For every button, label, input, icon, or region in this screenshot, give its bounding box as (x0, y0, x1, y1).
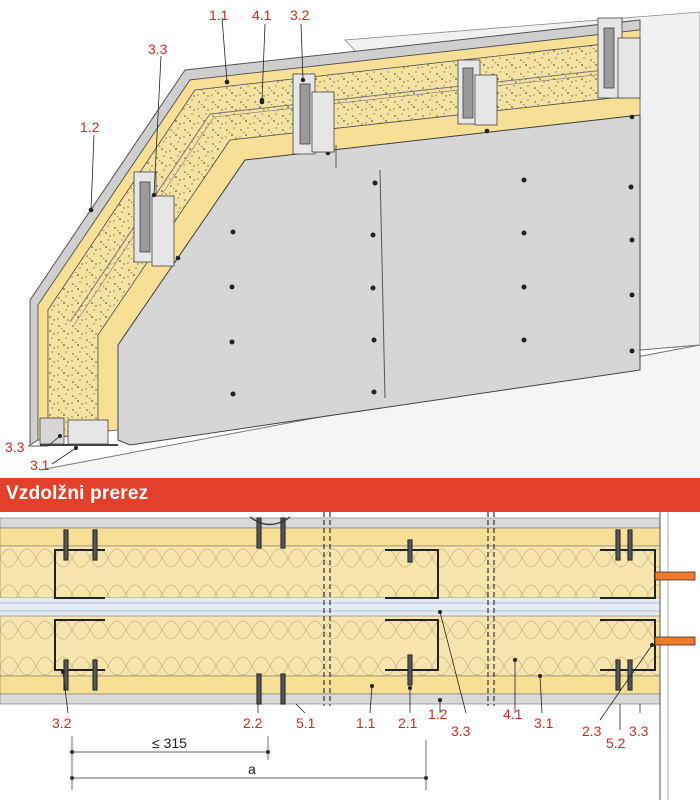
callout-4-1: 4.1 (252, 7, 272, 23)
xs-callout-2-2: 2.2 (243, 715, 263, 731)
dimension-lines (71, 736, 427, 790)
xs-callout-3-2: 3.2 (52, 715, 72, 731)
xs-callout-5-2: 5.2 (606, 735, 626, 751)
board-gypsum-front (117, 114, 641, 446)
xs-callout-5-1: 5.1 (296, 715, 316, 731)
air-gap (0, 598, 660, 616)
metal-studs (39, 17, 641, 445)
xs-callout-1-1: 1.1 (356, 715, 376, 731)
cross-section-leaders (62, 611, 653, 730)
callout-1-2: 1.2 (80, 119, 100, 135)
xs-callout-2-3: 2.3 (582, 723, 602, 739)
wall-anchors (654, 571, 696, 646)
xs-callout-4-1: 4.1 (503, 706, 523, 722)
dimension-a: a (248, 761, 256, 777)
section-banner (0, 478, 700, 512)
screws (63, 517, 633, 705)
callout-3-2: 3.2 (290, 7, 310, 23)
callout-1-1: 1.1 (209, 7, 229, 23)
isometric-wall-drawing: 1.1 4.1 3.2 3.3 1.2 3.3 3.1 (5, 7, 700, 473)
xs-callout-3-1: 3.1 (534, 715, 554, 731)
cross-section-drawing: 3.2 2.2 5.1 1.1 2.1 1.2 3.3 4.1 3.1 2.3 … (0, 512, 700, 800)
right-wall (660, 518, 700, 798)
section-title: Vzdolžni prerez (6, 483, 149, 504)
xs-callout-1-2: 1.2 (428, 706, 448, 722)
xs-callout-3-3-right: 3.3 (629, 723, 649, 739)
callout-3-3: 3.3 (148, 41, 168, 57)
xs-callout-3-3: 3.3 (451, 723, 471, 739)
iso-leaders (28, 17, 306, 465)
cross-section-callouts: 3.2 2.2 5.1 1.1 2.1 1.2 3.3 4.1 3.1 2.3 … (52, 706, 649, 751)
callout-3-3-bottom: 3.3 (5, 439, 25, 455)
iso-callouts: 1.1 4.1 3.2 3.3 1.2 3.3 3.1 (5, 7, 310, 473)
dimension-315: ≤ 315 (152, 735, 187, 751)
xs-callout-2-1: 2.1 (398, 715, 418, 731)
callout-3-1: 3.1 (30, 457, 50, 473)
